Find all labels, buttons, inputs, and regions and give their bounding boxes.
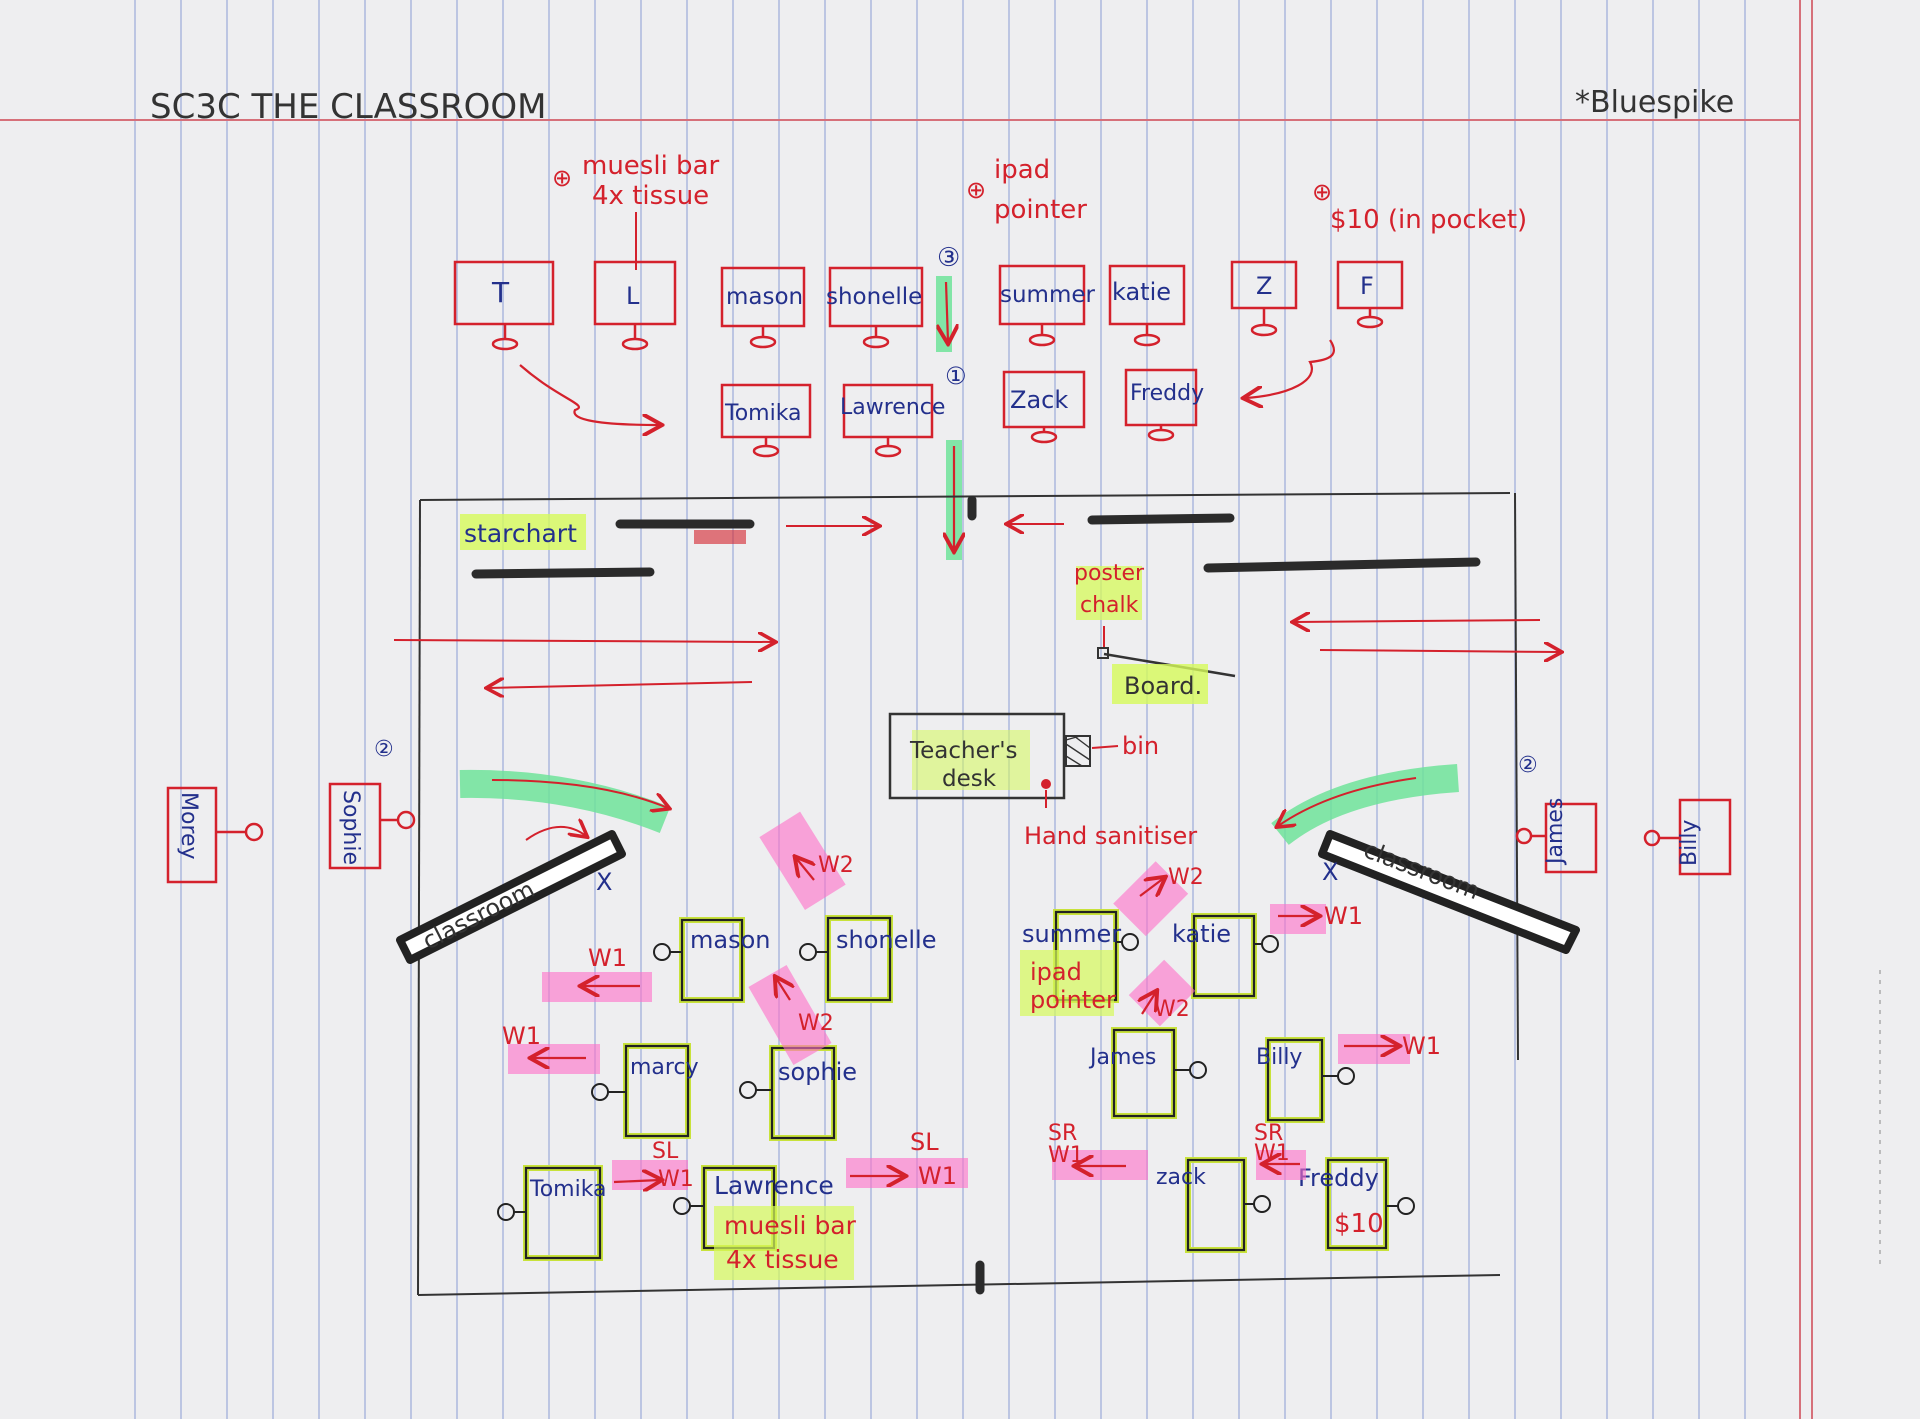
desk-label-mason: mason [690, 926, 770, 954]
chalk-label: chalk [1080, 593, 1139, 618]
desk-label-shonelle: shonelle [836, 926, 936, 954]
seat-label-zack-top: Zack [1010, 386, 1068, 414]
step-3-marker: ③ [937, 243, 960, 273]
cue-w1-zack: W1 [1048, 1143, 1084, 1168]
desk-label-katie: katie [1172, 920, 1231, 948]
teacher-desk-label-2: desk [942, 766, 997, 792]
cue-w1-mason: W1 [588, 944, 627, 972]
seat-label-summer: summer [1000, 282, 1096, 308]
cue-w1-billy: W1 [1402, 1032, 1441, 1060]
cue-sl-tomika: SL [652, 1139, 679, 1164]
door-left-x: X [596, 868, 612, 896]
desk-label-billy: Billy [1256, 1045, 1302, 1070]
entrance-path [936, 276, 962, 560]
cue-w1-marcy: W1 [502, 1022, 541, 1050]
cue-w1-freddy: W1 [1254, 1141, 1290, 1166]
desk-label-summer: summer [1022, 920, 1121, 948]
cue-sl-lawrence: SL [910, 1128, 939, 1156]
cue-w1-tomika: W1 [658, 1167, 694, 1192]
room-outline [417, 492, 1519, 1296]
cue-w2-sophie: W2 [798, 1011, 834, 1036]
summer-props-2: pointer [1030, 986, 1116, 1014]
summer-props-1: ipad [1030, 958, 1082, 986]
page-title: SC3C THE CLASSROOM [150, 87, 547, 127]
lawrence-props-2: 4x tissue [726, 1245, 839, 1274]
seat-label-shonelle: shonelle [826, 284, 922, 310]
props-left-line1: muesli bar [582, 151, 719, 181]
props-mid-line2: pointer [994, 195, 1087, 225]
plus-icon-right: ⊕ [1312, 178, 1332, 206]
bin-icon [1065, 735, 1091, 767]
hand-sanitiser-icon [1041, 779, 1051, 789]
door-right-x: X [1322, 858, 1338, 886]
plus-icon-left: ⊕ [552, 164, 572, 192]
desk-label-tomika: Tomika [529, 1177, 607, 1202]
cue-w2-summer: W2 [1168, 865, 1204, 890]
seat-label-lawrence-top: Lawrence [840, 395, 945, 420]
props-right: $10 (in pocket) [1330, 205, 1527, 235]
cue-arrows [532, 858, 1398, 1182]
outside-right [1515, 798, 1732, 876]
door-right: classroom X [1318, 830, 1580, 954]
cue-w2-james: W2 [1154, 997, 1190, 1022]
desk-label-freddy: Freddy [1298, 1164, 1379, 1192]
cue-w1-lawrence: W1 [918, 1162, 957, 1190]
teacher-desk-label-1: Teacher's [909, 738, 1018, 764]
poster-label: poster [1074, 561, 1145, 586]
top-row-1 [453, 260, 1404, 351]
walls [471, 495, 1481, 1295]
seat-label-t: T [491, 276, 510, 309]
props-mid-line1: ipad [994, 155, 1050, 185]
starchart-label: starchart [464, 519, 577, 548]
bin-label: bin [1122, 732, 1159, 760]
poster-highlight [1076, 566, 1142, 620]
seat-label-tomika-top: Tomika [724, 401, 802, 426]
desk-label-sophie: sophie [778, 1058, 857, 1086]
step-1-marker: ① [945, 362, 967, 390]
svg-text:classroom: classroom [418, 875, 539, 955]
desk-label-james: James [1088, 1045, 1156, 1070]
step-2-left-marker: ② [374, 737, 394, 762]
seat-label-freddy-top: Freddy [1130, 381, 1204, 406]
props-left-line2: 4x tissue [592, 181, 709, 211]
paper-margins [0, 0, 1813, 1419]
paper-lines [134, 0, 1746, 1419]
top-row-2 [720, 368, 1198, 458]
seat-label-katie: katie [1112, 278, 1171, 306]
outside-left [166, 782, 416, 884]
cue-w1-katie: W1 [1324, 902, 1363, 930]
room-arrows [393, 524, 1560, 688]
hand-sanitiser-label: Hand sanitiser [1024, 822, 1197, 850]
outside-label-james: James [1543, 798, 1568, 866]
desk-label-marcy: marcy [630, 1055, 699, 1080]
seat-label-z: Z [1256, 272, 1272, 300]
freddy-props: $10 [1334, 1209, 1384, 1239]
desk-label-lawrence: Lawrence [714, 1171, 834, 1200]
lawrence-props-1: muesli bar [724, 1211, 857, 1240]
teacher-desk [888, 712, 1066, 800]
door-left: classroom X [396, 827, 626, 964]
starchart-highlight [460, 514, 586, 550]
desk-label-zack: zack [1156, 1165, 1206, 1190]
step-2-right-marker: ② [1518, 753, 1538, 778]
board-label: Board. [1124, 672, 1202, 700]
outside-label-sophie: Sophie [338, 790, 363, 865]
outside-label-morey: Morey [176, 792, 201, 860]
seat-label-f: F [1360, 272, 1374, 300]
cue-w2-shonelle: W2 [818, 853, 854, 878]
cue-sr-zack: SR [1048, 1121, 1077, 1146]
top-arrows [519, 339, 1335, 425]
seat-label-mason: mason [726, 284, 803, 310]
note-bluespike: *Bluespike [1575, 85, 1734, 120]
outside-label-billy: Billy [1677, 820, 1702, 866]
plus-icon-mid: ⊕ [966, 176, 986, 204]
seat-label-l: L [626, 282, 640, 310]
cue-sr-freddy: SR [1254, 1121, 1283, 1146]
